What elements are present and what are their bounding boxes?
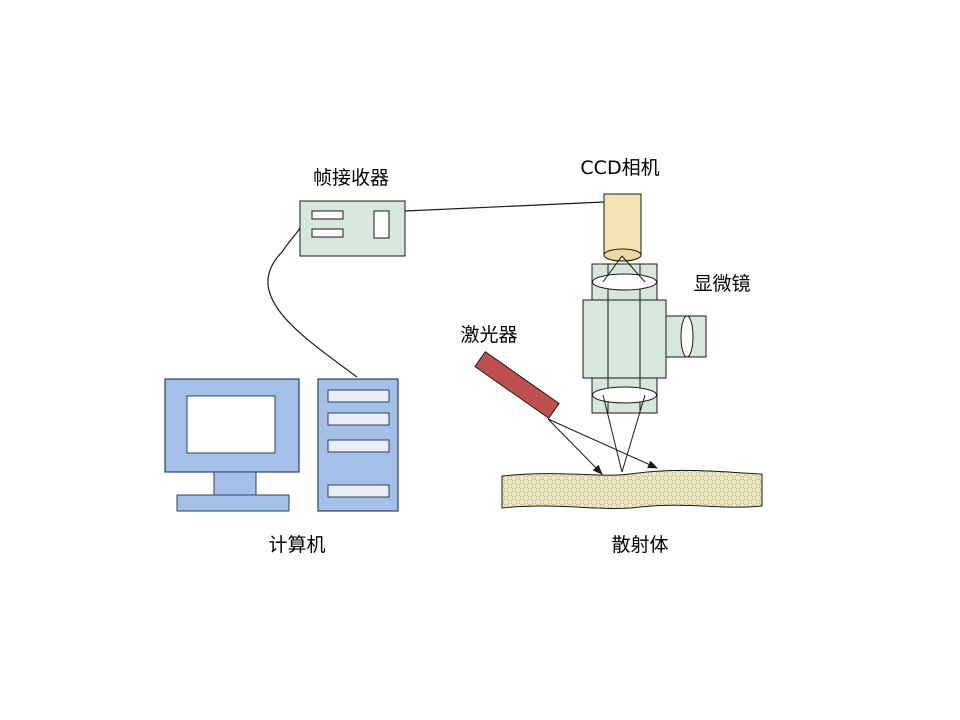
drive-bay xyxy=(327,389,390,403)
drive-bay xyxy=(327,412,390,426)
computer-monitor xyxy=(164,378,300,512)
label-ccd-camera: CCD相机 xyxy=(580,157,659,179)
laser-beam xyxy=(547,418,603,475)
grabber-slot xyxy=(311,210,344,220)
label-microscope: 显微镜 xyxy=(693,273,750,295)
drive-bay xyxy=(327,484,390,498)
frame-grabber xyxy=(299,200,406,257)
label-frame-grabber: 帧接收器 xyxy=(313,167,389,189)
lens-lower xyxy=(592,386,657,404)
monitor-screen xyxy=(186,395,276,454)
lens-upper xyxy=(592,273,657,291)
grabber-slot xyxy=(311,228,344,238)
monitor-neck xyxy=(213,471,257,496)
label-scatterer: 散射体 xyxy=(611,534,668,556)
ccd-camera xyxy=(603,193,642,262)
grabber-port xyxy=(373,210,390,239)
laser-beam xyxy=(547,418,658,469)
drive-bay xyxy=(327,439,390,453)
cable-grabber-to-camera xyxy=(404,201,605,212)
laser xyxy=(474,351,658,475)
microscope xyxy=(582,255,707,473)
computer-tower xyxy=(317,378,399,512)
monitor-base xyxy=(176,494,290,512)
microscope-body xyxy=(582,299,667,379)
label-laser: 激光器 xyxy=(460,324,517,346)
scatterer xyxy=(501,469,763,509)
cable-computer-to-grabber xyxy=(267,227,358,378)
label-computer: 计算机 xyxy=(268,534,325,556)
